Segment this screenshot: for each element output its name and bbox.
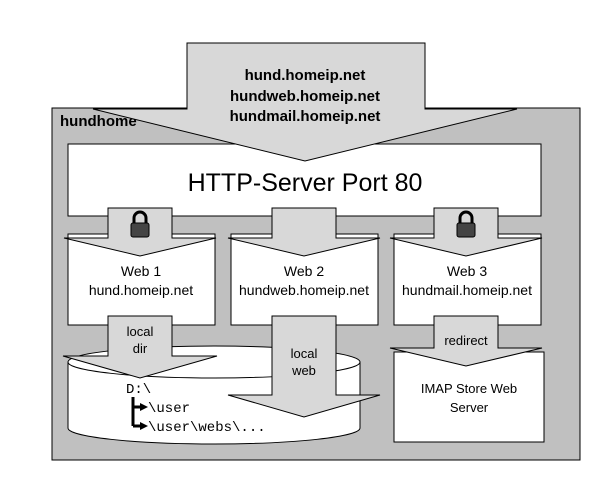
redirect-label: redirect [444, 333, 488, 348]
redirect-arrow [389, 315, 543, 367]
host-1: hund.homeip.net [245, 67, 366, 84]
local-dir-arrow [62, 315, 218, 379]
web1-name: Web 1 [121, 263, 161, 279]
disk-root: D:\ [126, 382, 151, 398]
web2-host: hundweb.homeip.net [239, 282, 369, 298]
web1-host: hund.homeip.net [89, 282, 193, 298]
host-3: hundmail.homeip.net [230, 108, 381, 125]
local-dir-label-2: dir [133, 341, 148, 356]
local-web-label-1: local [291, 346, 318, 361]
imap-box [393, 351, 545, 443]
web3-host: hundmail.homeip.net [402, 282, 532, 298]
local-web-label-2: web [291, 363, 316, 378]
host-2: hundweb.homeip.net [230, 88, 380, 105]
padlock-icon [456, 210, 476, 238]
tree-connector [131, 397, 148, 430]
imap-label-2: Server [450, 400, 489, 415]
hosts-arrow [92, 42, 518, 162]
http-server-title: HTTP-Server Port 80 [188, 169, 423, 197]
web2-name: Web 2 [284, 263, 324, 279]
disk-path-user: \user [148, 401, 190, 417]
web2-arrow [227, 207, 381, 257]
padlock-icon [130, 210, 150, 238]
local-dir-label-1: local [127, 324, 154, 339]
imap-label-1: IMAP Store Web [421, 381, 517, 396]
hundhome-label: hundhome [60, 113, 137, 130]
local-web-arrow [227, 315, 381, 418]
disk-path-webs: \user\webs\... [148, 420, 266, 436]
web3-name: Web 3 [447, 263, 487, 279]
